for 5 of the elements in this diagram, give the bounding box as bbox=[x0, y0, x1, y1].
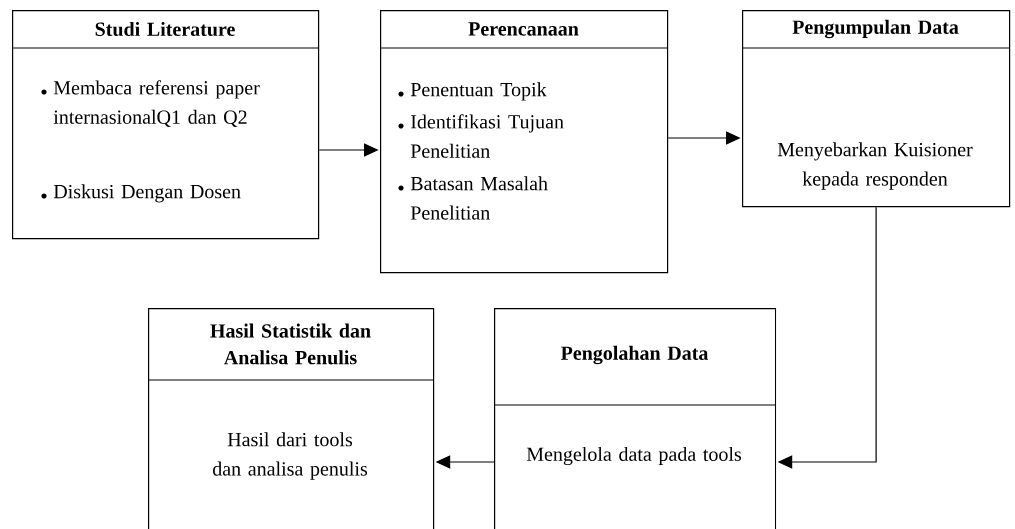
process-box: Pengolahan Data Mengelola data pada tools bbox=[493, 308, 777, 529]
process-box: Perencanaan Penentuan Topik Identifikasi Tujuan Penelitian Batasan Masalah Penelitian bbox=[379, 10, 669, 274]
process-box: Hasil Statistik dan Analisa Penulis Hasil dari tools dan analisa penulis bbox=[147, 308, 435, 529]
process-box: Studi Literature Membaca referensi paper internasionalQ1 dan Q2 Diskusi Dengan Dosen bbox=[11, 10, 320, 240]
process-box: Pengumpulan Data Menyebarkan Kuisioner kepada responden bbox=[741, 10, 1011, 208]
